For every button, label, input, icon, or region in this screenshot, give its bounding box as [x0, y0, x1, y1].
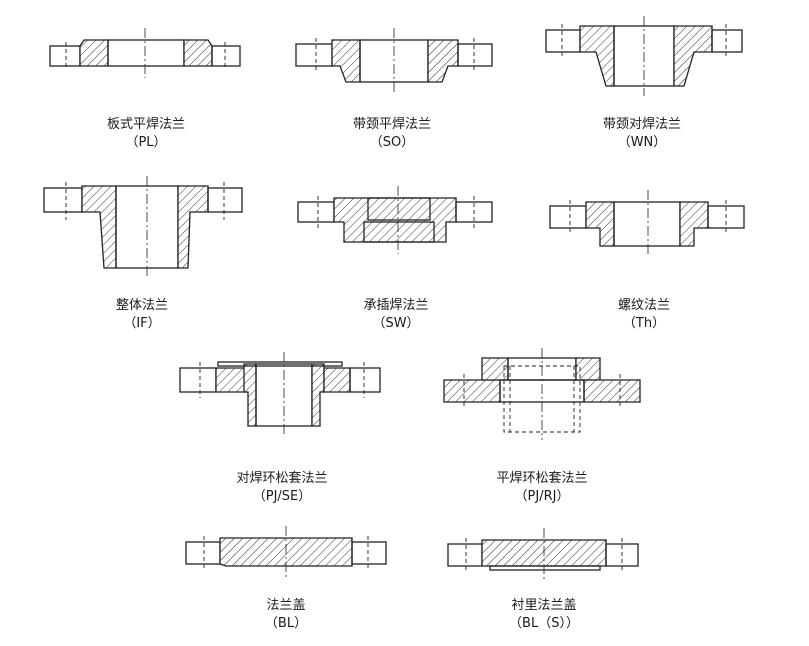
flange-pl-name: 板式平焊法兰: [107, 116, 185, 132]
flange-bl-drawing: [185, 526, 387, 578]
flange-pjse-name: 对焊环松套法兰: [236, 470, 327, 486]
flange-sw-code: （SW）: [372, 316, 419, 331]
flange-pjrj-code: （PJ/RJ）: [515, 489, 570, 504]
flange-th-name: 螺纹法兰: [618, 298, 670, 313]
flange-pjse-code: （PJ/SE）: [253, 489, 312, 504]
flange-bls-code: （BL（S））: [509, 616, 579, 631]
flange-so-name: 带颈平焊法兰: [353, 116, 431, 132]
flange-th-drawing: [549, 190, 745, 256]
flange-bl-code: （BL）: [265, 616, 307, 631]
flange-bl-name: 法兰盖: [266, 598, 305, 613]
flange-so-drawing: [295, 28, 493, 92]
flange-sw-drawing: [297, 186, 493, 254]
flange-pl-drawing: [49, 28, 241, 78]
flange-if-drawing: [43, 176, 243, 278]
flange-pjrj-drawing: [443, 348, 641, 440]
flange-pl-code-text: （PL）: [125, 135, 166, 150]
flange-wn-name: 带颈对焊法兰: [603, 116, 681, 132]
flange-bls-name: 衬里法兰盖: [511, 598, 576, 613]
flange-th-code: （Th）: [623, 316, 665, 331]
flange-so-code: （SO）: [370, 135, 415, 150]
flange-if-code: （IF）: [123, 316, 160, 331]
flange-sw-name: 承插焊法兰: [363, 297, 428, 313]
flange-bls-drawing: [447, 528, 639, 580]
flange-wn-drawing: [545, 16, 743, 96]
flange-pjrj-name: 平焊环松套法兰: [496, 470, 587, 486]
flange-if-name: 整体法兰: [116, 298, 168, 313]
flange-wn-code: （WN）: [618, 135, 667, 150]
flange-pjse-drawing: [179, 352, 381, 436]
